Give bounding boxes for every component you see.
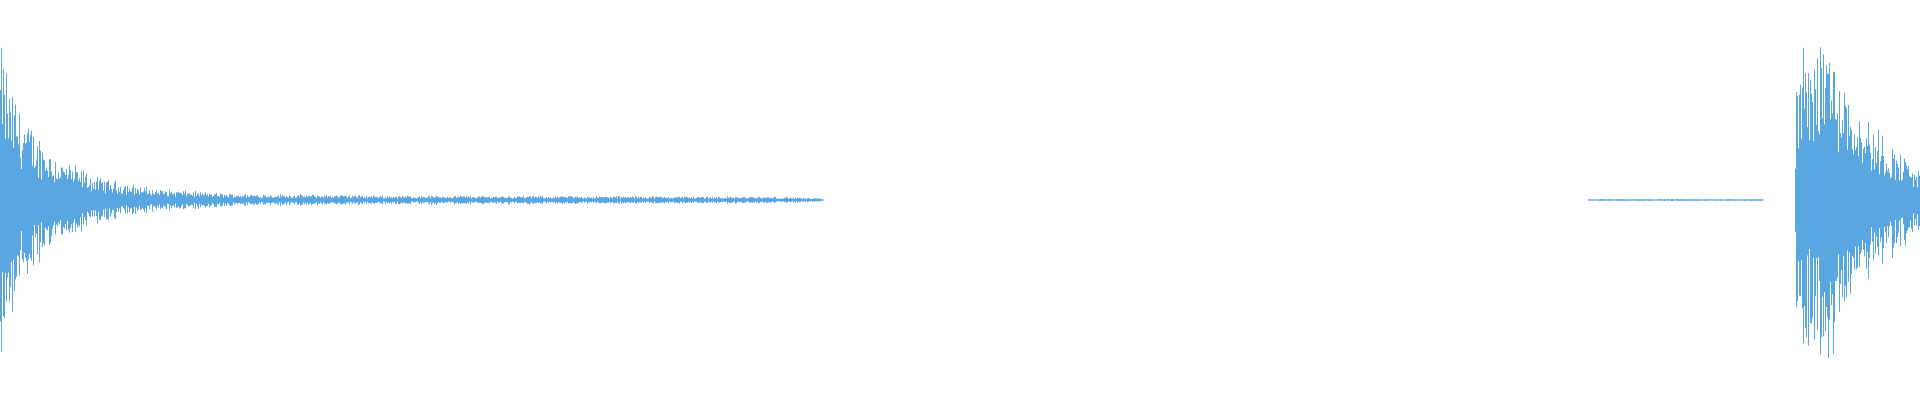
- waveform-trace: [0, 47, 1920, 359]
- waveform-path: [0, 47, 1920, 359]
